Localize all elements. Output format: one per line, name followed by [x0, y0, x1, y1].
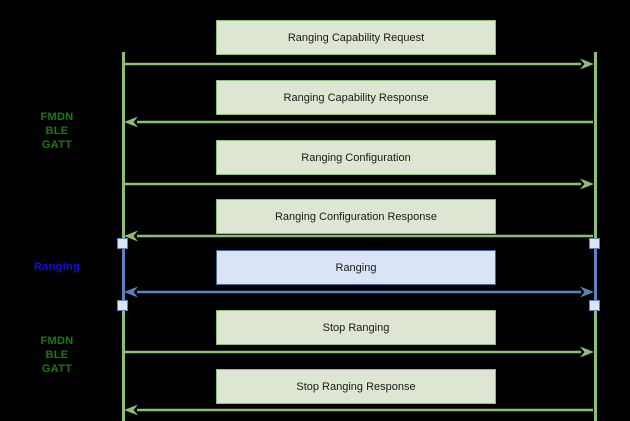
msg-ranging-configuration-response-label: Ranging Configuration Response [274, 210, 438, 223]
msg-stop-ranging-response-label: Stop Ranging Response [296, 380, 416, 393]
ranging-activation-node-right-end [589, 300, 600, 311]
ranging-activation-bar-right [594, 243, 597, 305]
msg-ranging-capability-request-label: Ranging Capability Request [287, 31, 425, 44]
phase-fmdn-ble-gatt-top: FMDN BLE GATT [40, 111, 74, 151]
ranging-activation-bar-left [122, 243, 125, 305]
ranging-activation-node-right-start [589, 238, 600, 249]
msg-ranging-capability-request-arrow [123, 56, 595, 72]
right-lifeline [594, 52, 597, 421]
msg-stop-ranging-response[interactable]: Stop Ranging Response [216, 369, 496, 404]
msg-ranging-arrow [123, 284, 595, 300]
phase-ranging: Ranging [33, 261, 81, 273]
ranging-activation-node-left-start [117, 238, 128, 249]
msg-ranging-capability-response[interactable]: Ranging Capability Response [216, 80, 496, 115]
msg-ranging-configuration-response-arrow [123, 228, 595, 244]
phase-fmdn-ble-gatt-bottom: FMDN BLE GATT [40, 335, 74, 375]
msg-stop-ranging-response-arrow [123, 402, 595, 418]
msg-ranging-label: Ranging [335, 261, 377, 274]
msg-ranging-configuration-label: Ranging Configuration [301, 151, 411, 164]
msg-ranging-capability-response-label: Ranging Capability Response [283, 91, 429, 104]
msg-ranging-capability-request[interactable]: Ranging Capability Request [216, 20, 496, 55]
msg-ranging-configuration[interactable]: Ranging Configuration [216, 140, 496, 175]
ranging-activation-node-left-end [117, 300, 128, 311]
left-lifeline [122, 52, 125, 421]
msg-stop-ranging-label: Stop Ranging [322, 321, 390, 334]
msg-ranging-configuration-arrow [123, 176, 595, 192]
msg-stop-ranging-arrow [123, 344, 595, 360]
msg-stop-ranging[interactable]: Stop Ranging [216, 310, 496, 345]
msg-ranging[interactable]: Ranging [216, 250, 496, 285]
msg-ranging-configuration-response[interactable]: Ranging Configuration Response [216, 199, 496, 234]
msg-ranging-capability-response-arrow [123, 114, 595, 130]
